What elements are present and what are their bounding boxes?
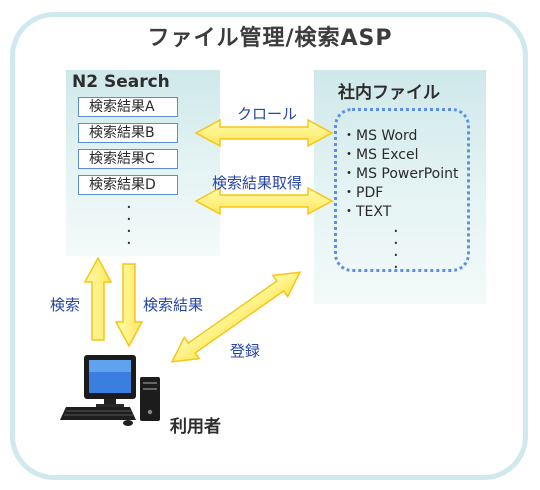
file-type-item: ・TEXT: [342, 204, 392, 220]
crawl-label: クロール: [237, 105, 298, 123]
get-results-label: 検索結果取得: [212, 174, 303, 192]
register-arrow: [170, 271, 302, 363]
file-types-group: [334, 108, 470, 272]
diagram-title: ファイル管理/検索ASP: [147, 26, 393, 51]
search-result-b: 検索結果B: [78, 123, 178, 143]
search-result-a: 検索結果A: [78, 97, 178, 117]
user-label: 利用者: [170, 417, 221, 437]
search-label: 検索: [50, 296, 81, 314]
internal-files-title: 社内ファイル: [338, 83, 440, 103]
search-result-d: 検索結果D: [78, 175, 178, 195]
computer-icon: [60, 355, 160, 426]
search-results-arrow: [114, 263, 144, 348]
get-results-arrow: [194, 186, 334, 216]
file-type-item: ・MS PowerPoint: [342, 166, 459, 182]
file-type-item: ・MS Word: [342, 128, 418, 144]
ellipsis-vertical: · · · ·: [393, 221, 399, 278]
file-type-list: ・MS Word ・MS Excel ・MS PowerPoint ・PDF ・…: [342, 127, 459, 222]
n2-search-title: N2 Search: [72, 72, 170, 92]
register-label: 登録: [230, 342, 261, 360]
file-type-item: ・MS Excel: [342, 147, 419, 163]
ellipsis-vertical: · · · ·: [126, 197, 132, 254]
n2-search-panel: N2 Search 検索結果A 検索結果B 検索結果C 検索結果D · · · …: [66, 70, 220, 256]
crawl-arrow: [194, 118, 334, 148]
file-type-item: ・PDF: [342, 185, 384, 201]
search-result-c: 検索結果C: [78, 149, 178, 169]
search-arrow: [83, 256, 113, 341]
search-results-label: 検索結果: [143, 296, 204, 314]
